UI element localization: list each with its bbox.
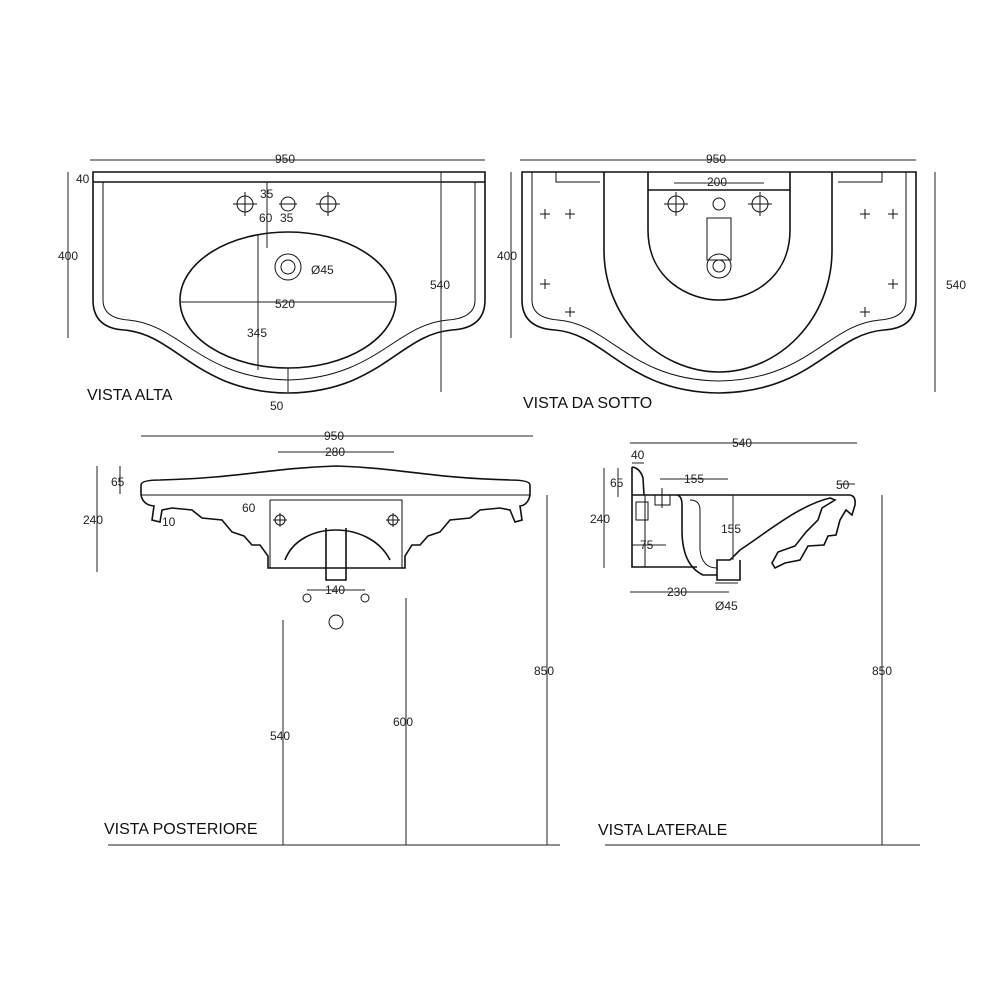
tap-hole-icon bbox=[748, 192, 772, 216]
view-title: VISTA LATERALE bbox=[598, 822, 727, 839]
dim-label: 40 bbox=[631, 448, 645, 462]
dim-label: 540 bbox=[430, 278, 450, 292]
dim-label: 950 bbox=[275, 152, 295, 166]
dim-label: 230 bbox=[667, 585, 687, 599]
bottom-view-outer-outline bbox=[521, 171, 917, 394]
side-view-back-wall bbox=[631, 466, 697, 568]
back-view-pedestal-arch bbox=[284, 529, 391, 561]
dim-label: 65 bbox=[111, 475, 125, 489]
dim-label: 60 bbox=[259, 211, 273, 225]
tap-hole-icon bbox=[664, 192, 688, 216]
top-view: 950 40 400 540 35 60 35 Ø45 520 345 50 V… bbox=[58, 152, 486, 413]
tap-hole-icon bbox=[233, 192, 257, 216]
dim-label: 540 bbox=[946, 278, 966, 292]
view-title: VISTA ALTA bbox=[87, 387, 173, 404]
dim-label: 200 bbox=[707, 175, 727, 189]
side-view-tap-hole bbox=[654, 488, 671, 508]
bottom-view: 950 200 400 540 VISTA DA SOTTO bbox=[497, 152, 966, 412]
dim-label: 850 bbox=[534, 664, 554, 678]
back-view-drain bbox=[325, 528, 347, 581]
dim-label: 345 bbox=[247, 326, 267, 340]
dim-label: 240 bbox=[83, 513, 103, 527]
side-view-fixing-block bbox=[635, 495, 649, 567]
dim-label: 50 bbox=[836, 478, 850, 492]
dim-label: 280 bbox=[325, 445, 345, 459]
dim-label: 520 bbox=[275, 297, 295, 311]
tap-hole-icon bbox=[273, 513, 287, 527]
top-view-outer-outline bbox=[92, 171, 486, 394]
top-view-drain-outer bbox=[274, 253, 302, 281]
dim-label: Ø45 bbox=[311, 263, 334, 277]
tap-hole-icon bbox=[279, 196, 297, 212]
view-title: VISTA DA SOTTO bbox=[523, 395, 652, 412]
dim-label: 50 bbox=[270, 399, 284, 413]
back-view-plate bbox=[269, 499, 403, 568]
dim-label: 600 bbox=[393, 715, 413, 729]
dim-label: 950 bbox=[706, 152, 726, 166]
dim-label: 155 bbox=[721, 522, 741, 536]
bottom-view-inner-outline bbox=[531, 172, 907, 382]
dim-label: 75 bbox=[640, 538, 654, 552]
tap-hole-icon bbox=[386, 513, 400, 527]
back-view-basin-outline bbox=[140, 465, 531, 569]
back-view-dimension-lines bbox=[96, 435, 560, 846]
dim-label: 60 bbox=[242, 501, 256, 515]
tap-hole-icon bbox=[316, 192, 340, 216]
dim-label: 950 bbox=[324, 429, 344, 443]
dim-label: 65 bbox=[610, 476, 624, 490]
bottom-view-rim-marks bbox=[555, 172, 883, 183]
bottom-view-drain bbox=[706, 253, 732, 279]
bottom-view-pedestal-u bbox=[603, 172, 833, 373]
top-view-dimension-lines bbox=[67, 159, 485, 392]
side-view: 540 40 65 240 155 155 75 230 Ø45 50 850 … bbox=[590, 436, 920, 846]
wall-drain-hole bbox=[328, 614, 344, 630]
bottom-view-center-hole bbox=[712, 197, 726, 211]
dim-label: 400 bbox=[58, 249, 78, 263]
dim-label: 140 bbox=[325, 583, 345, 597]
dim-label: 850 bbox=[872, 664, 892, 678]
side-view-inner-wall bbox=[689, 499, 718, 569]
side-view-dimension-lines bbox=[603, 442, 920, 846]
side-view-profile bbox=[632, 494, 856, 581]
dim-label: 400 bbox=[497, 249, 517, 263]
view-title: VISTA POSTERIORE bbox=[104, 821, 258, 838]
dim-label: 35 bbox=[280, 211, 294, 225]
bottom-view-drain-inner bbox=[712, 259, 726, 273]
fixing-point-icons bbox=[540, 209, 898, 317]
dim-label: 540 bbox=[270, 729, 290, 743]
dim-label: 155 bbox=[684, 472, 704, 486]
dim-label: 40 bbox=[76, 172, 90, 186]
back-view: 950 280 65 240 10 60 140 540 600 850 VIS… bbox=[83, 429, 560, 846]
dim-label: 35 bbox=[260, 187, 274, 201]
dim-label: Ø45 bbox=[715, 599, 738, 613]
dim-label: 540 bbox=[732, 436, 752, 450]
dim-label: 10 bbox=[162, 515, 176, 529]
bottom-view-dimension-lines bbox=[510, 159, 936, 392]
bottom-view-basin bbox=[647, 172, 791, 301]
wall-fixing-hole bbox=[302, 593, 312, 603]
dim-label: 240 bbox=[590, 512, 610, 526]
wall-fixing-hole bbox=[360, 593, 370, 603]
top-view-drain-inner bbox=[280, 259, 296, 275]
